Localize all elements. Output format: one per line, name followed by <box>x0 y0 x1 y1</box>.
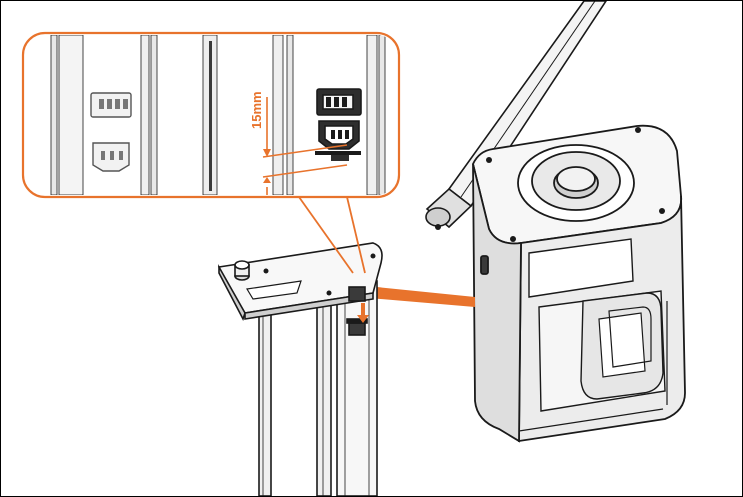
power-socket <box>315 120 361 161</box>
connector-block-left <box>90 92 132 118</box>
magnifier-callout: 15mm <box>21 31 401 274</box>
bracket-arrows <box>357 303 369 323</box>
dimension-marker <box>262 97 348 195</box>
connector-block <box>316 88 362 116</box>
dimension-label: 15mm <box>249 91 264 129</box>
power-socket-left <box>92 142 130 172</box>
cable-link <box>357 285 475 307</box>
device-unit <box>472 124 686 443</box>
mount-bracket <box>217 242 383 496</box>
